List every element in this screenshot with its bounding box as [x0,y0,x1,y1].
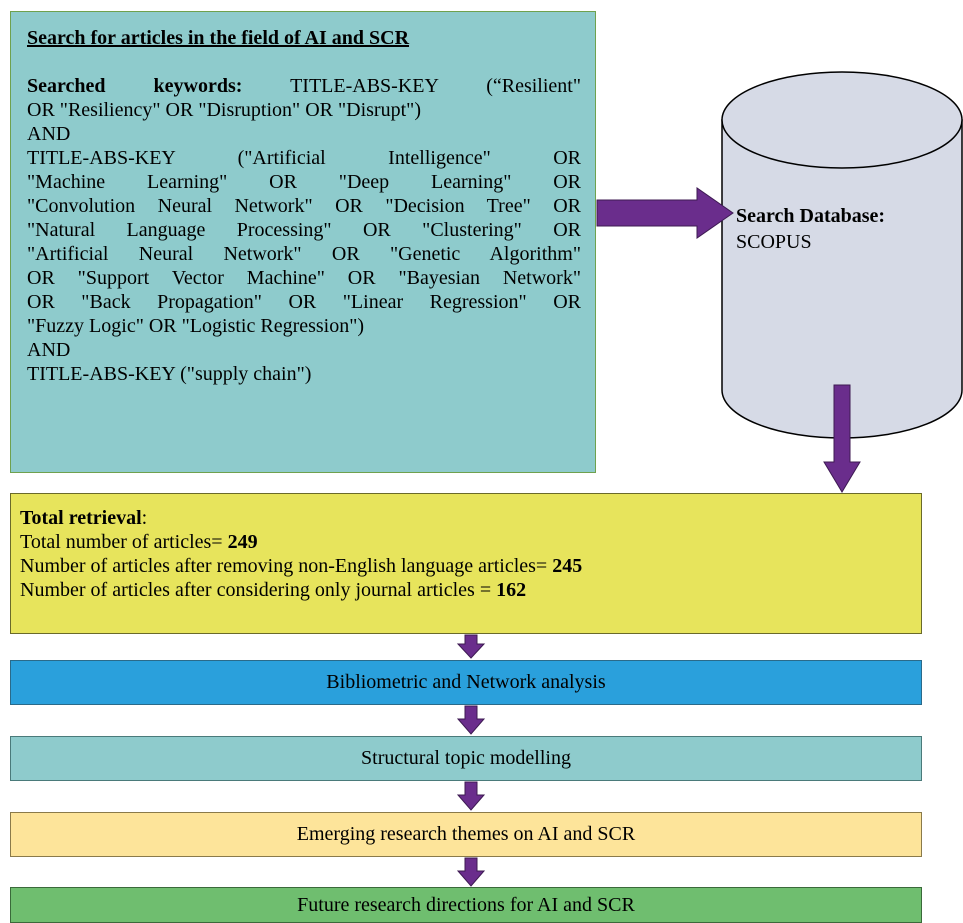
arrow-down-icon [456,857,486,887]
retrieval-value: 162 [496,579,527,601]
database-name: SCOPUS [736,231,812,253]
total-retrieval-box: Total retrieval: Total number of article… [10,493,922,634]
retrieval-line-total: Total number of articles= 249 [20,531,258,553]
stage-future-research-directions: Future research directions for AI and SC… [10,887,922,923]
query-line: Searched keywords: TITLE-ABS-KEY (“Resil… [27,75,582,97]
query-line: "Artificial Neural Network" OR "Genetic … [27,243,581,265]
query-line: AND [27,123,71,145]
query-line: "Natural Language Processing" OR "Cluste… [27,219,581,241]
database-label-title: Search Database: [736,205,886,227]
query-line: AND [27,339,71,361]
database-label: Search Database: SCOPUS [736,203,956,255]
search-criteria-box: Search for articles in the field of AI a… [10,11,596,473]
query-line: TITLE-ABS-KEY ("supply chain") [27,363,312,385]
query-line: OR "Back Propagation" OR "Linear Regress… [27,291,581,313]
query-line: "Fuzzy Logic" OR "Logistic Regression") [27,315,365,337]
query-line: OR "Resiliency" OR "Disruption" OR "Disr… [27,99,421,121]
database-cylinder-icon [721,71,963,439]
search-box-title: Search for articles in the field of AI a… [27,27,410,49]
query-line: TITLE-ABS-KEY ("Artificial Intelligence"… [27,147,581,169]
retrieval-value: 245 [552,555,583,577]
query-line: "Convolution Neural Network" OR "Decisio… [27,195,581,217]
retrieval-line-journal: Number of articles after considering onl… [20,579,527,601]
retrieval-value: 249 [227,531,258,553]
search-query: Searched keywords: TITLE-ABS-KEY (“Resil… [27,74,581,386]
retrieval-heading: Total retrieval: [20,507,148,529]
stage-bibliometric-analysis: Bibliometric and Network analysis [10,660,922,705]
retrieval-line-english: Number of articles after removing non-En… [20,555,583,577]
arrow-down-icon [456,705,486,735]
keywords-label: Searched keywords: [27,75,243,97]
query-line: "Machine Learning" OR "Deep Learning" OR [27,171,581,193]
query-line: OR "Support Vector Machine" OR "Bayesian… [27,267,581,289]
stage-emerging-research-themes: Emerging research themes on AI and SCR [10,812,922,857]
retrieval-title: Total retrieval [20,507,142,529]
arrow-down-icon [456,634,486,659]
stage-structural-topic-modelling: Structural topic modelling [10,736,922,781]
arrow-down-icon [456,781,486,811]
